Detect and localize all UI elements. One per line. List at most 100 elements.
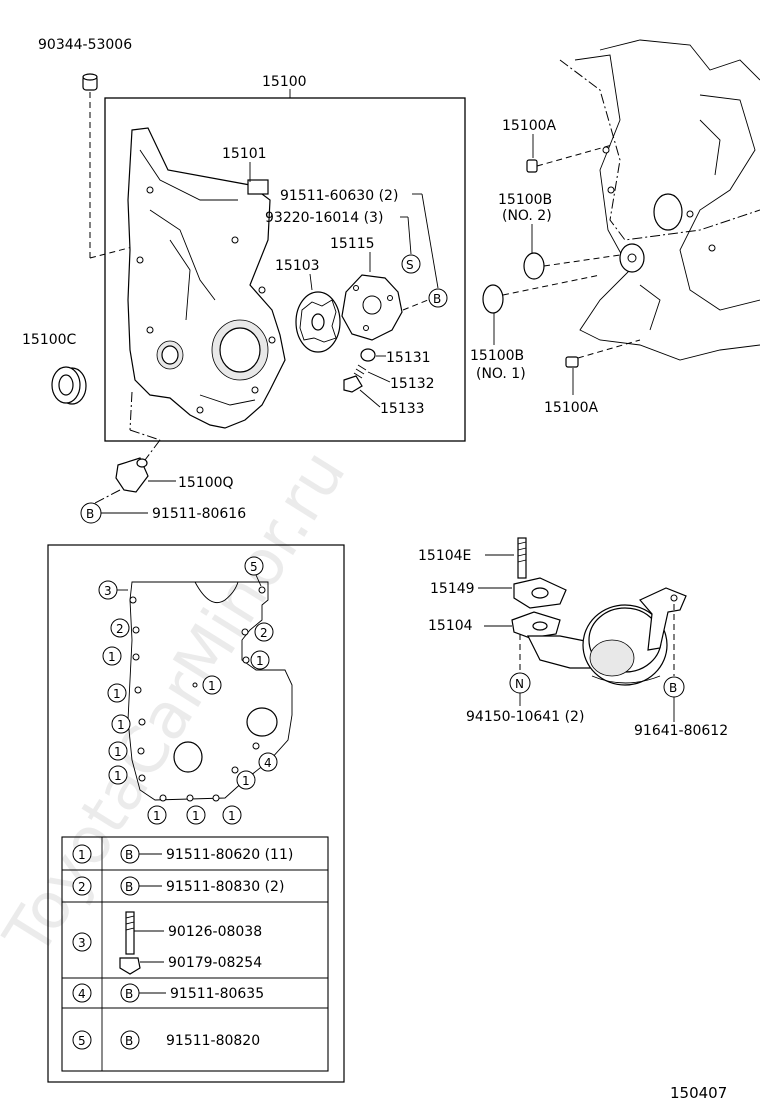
svg-text:1: 1 (242, 774, 250, 788)
gasket-part (513, 577, 567, 609)
legend-part-number[interactable]: 91511-80635 (170, 986, 264, 1002)
legend-part-number[interactable]: 91511-80820 (166, 1033, 260, 1049)
legend-part-number[interactable]: 91511-80620 (11) (166, 847, 293, 863)
label-15100B-no2-sub[interactable]: (NO. 2) (502, 208, 552, 224)
engine-block-part (559, 39, 760, 361)
label-93220-16014[interactable]: 93220-16014 (3) (265, 210, 383, 226)
label-90344-53006[interactable]: 90344-53006 (38, 37, 132, 53)
svg-text:4: 4 (78, 987, 86, 1001)
symbol-n: N (515, 677, 524, 691)
bolt-marker-1: 1 (108, 765, 128, 785)
label-15131[interactable]: 15131 (386, 350, 431, 366)
label-91511-80616[interactable]: 91511-80616 (152, 506, 246, 522)
label-15104[interactable]: 15104 (428, 618, 473, 634)
symbol-s-circle (401, 254, 421, 274)
bolt-marker-1: 1 (108, 741, 128, 761)
svg-text:1: 1 (114, 769, 122, 783)
svg-text:1: 1 (256, 654, 264, 668)
label-15115[interactable]: 15115 (330, 236, 375, 252)
svg-text:2: 2 (260, 626, 268, 640)
label-15100B-no2[interactable]: 15100B (498, 192, 552, 208)
bolt-marker-1: 1 (147, 805, 167, 825)
label-15100C[interactable]: 15100C (22, 332, 77, 348)
svg-text:1: 1 (208, 679, 216, 693)
o-ring-no2 (523, 252, 545, 280)
svg-text:3: 3 (104, 584, 112, 598)
legend-row-3: 3 90126-08038 90179-08254 (72, 911, 262, 975)
bolt-marker-2-right: 2 (254, 622, 274, 642)
bolt-marker-1: 1 (111, 714, 131, 734)
svg-text:1: 1 (153, 809, 161, 823)
legend-part-number[interactable]: 91511-80830 (2) (166, 879, 284, 895)
assembly-box (104, 97, 466, 442)
cover-outline (127, 581, 293, 802)
svg-text:1: 1 (113, 687, 121, 701)
svg-text:B: B (125, 1034, 133, 1048)
svg-text:1: 1 (108, 650, 116, 664)
label-91641-80612[interactable]: 91641-80612 (634, 723, 728, 739)
cover-tab (247, 179, 269, 195)
label-15100B-no1-sub[interactable]: (NO. 1) (476, 366, 526, 382)
label-15133[interactable]: 15133 (380, 401, 425, 417)
svg-text:3: 3 (78, 936, 86, 950)
label-94150-10641[interactable]: 94150-10641 (2) (466, 709, 584, 725)
rotor-part (295, 291, 341, 353)
label-15100B-no1[interactable]: 15100B (470, 348, 524, 364)
timing-cover-part (127, 127, 286, 429)
legend-part-number[interactable]: 90179-08254 (168, 955, 262, 971)
bolt-marker-1: 1 (102, 646, 122, 666)
svg-text:2: 2 (116, 622, 124, 636)
svg-text:1: 1 (114, 745, 122, 759)
svg-text:5: 5 (250, 560, 258, 574)
symbol-b-circle (428, 288, 448, 308)
stud-part (517, 537, 527, 579)
svg-text:1: 1 (228, 809, 236, 823)
legend-row-5: 5 B 91511-80820 (72, 1030, 260, 1050)
label-15149[interactable]: 15149 (430, 581, 475, 597)
legend-part-number[interactable]: 90126-08038 (168, 924, 262, 940)
o-ring-no1 (482, 284, 504, 314)
oil-seal-part (51, 366, 87, 405)
label-15101[interactable]: 15101 (222, 146, 267, 162)
svg-text:B: B (125, 987, 133, 1001)
bolt-marker-1: 1 (202, 675, 222, 695)
bolt-marker-5: 5 (244, 556, 264, 587)
label-15132[interactable]: 15132 (390, 376, 435, 392)
bolt-marker-4: 4 (258, 752, 278, 772)
bolt-marker-1: 1 (107, 683, 127, 703)
label-15103[interactable]: 15103 (275, 258, 320, 274)
svg-text:1: 1 (117, 718, 125, 732)
oil-nozzle-part (115, 457, 149, 493)
svg-text:B: B (125, 880, 133, 894)
legend-row-2: 2 B 91511-80830 (2) (72, 876, 284, 896)
symbol-b: B (669, 681, 677, 695)
svg-text:1: 1 (192, 809, 200, 823)
dowel-pin-bottom (565, 356, 579, 368)
bolt-marker-1: 1 (222, 805, 242, 825)
pump-cover-part (341, 274, 403, 341)
symbol-s: S (406, 258, 414, 272)
svg-text:B: B (125, 848, 133, 862)
symbol-b: B (433, 292, 441, 306)
bolt-marker-2-left: 2 (110, 618, 130, 638)
label-15100[interactable]: 15100 (262, 74, 307, 90)
label-91511-60630[interactable]: 91511-60630 (2) (280, 188, 398, 204)
dowel-pin-top (526, 159, 538, 173)
label-15100Q[interactable]: 15100Q (178, 475, 234, 491)
bolt-marker-1: 1 (236, 770, 256, 790)
bolt-marker-3: 3 (98, 580, 128, 600)
relief-valve-part (343, 348, 376, 393)
svg-text:4: 4 (264, 756, 272, 770)
plug-part (82, 73, 98, 91)
diagram-id: 150407 (670, 1084, 727, 1102)
label-15104E[interactable]: 15104E (418, 548, 471, 564)
label-15100A-top[interactable]: 15100A (502, 118, 557, 134)
bolt-marker-1: 1 (186, 805, 206, 825)
label-15100A-bottom[interactable]: 15100A (544, 400, 599, 416)
svg-text:2: 2 (78, 880, 86, 894)
bolt-legend-table (61, 836, 329, 1072)
oil-strainer-part (511, 587, 687, 686)
svg-text:5: 5 (78, 1034, 86, 1048)
symbol-b: B (86, 507, 94, 521)
legend-row-4: 4 B 91511-80635 (72, 983, 264, 1003)
